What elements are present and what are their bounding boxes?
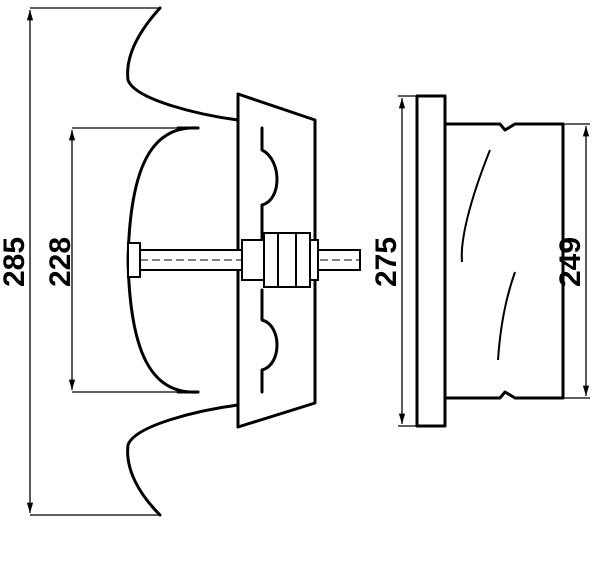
dimension-label-285: 285 xyxy=(0,237,31,287)
front-view xyxy=(415,94,565,428)
body-curve-1 xyxy=(460,149,491,263)
dimension-lines xyxy=(26,7,590,516)
nut-center xyxy=(263,232,311,288)
flange-trapezoid xyxy=(236,92,317,429)
bolt-assembly xyxy=(127,232,361,288)
dimension-label-249: 249 xyxy=(554,237,587,287)
wall-outline-bottom xyxy=(126,403,240,517)
flange-inner-profile xyxy=(260,126,279,394)
bolt-head-left xyxy=(127,242,141,278)
nut-outer-left xyxy=(241,239,265,281)
body-curve-2 xyxy=(497,271,516,361)
dimension-label-275: 275 xyxy=(370,237,403,287)
flange-plate xyxy=(415,94,447,428)
wall-outline xyxy=(126,6,240,122)
dimension-label-228: 228 xyxy=(44,237,77,287)
nut-outer-right xyxy=(309,239,319,281)
body-outline xyxy=(445,122,565,400)
